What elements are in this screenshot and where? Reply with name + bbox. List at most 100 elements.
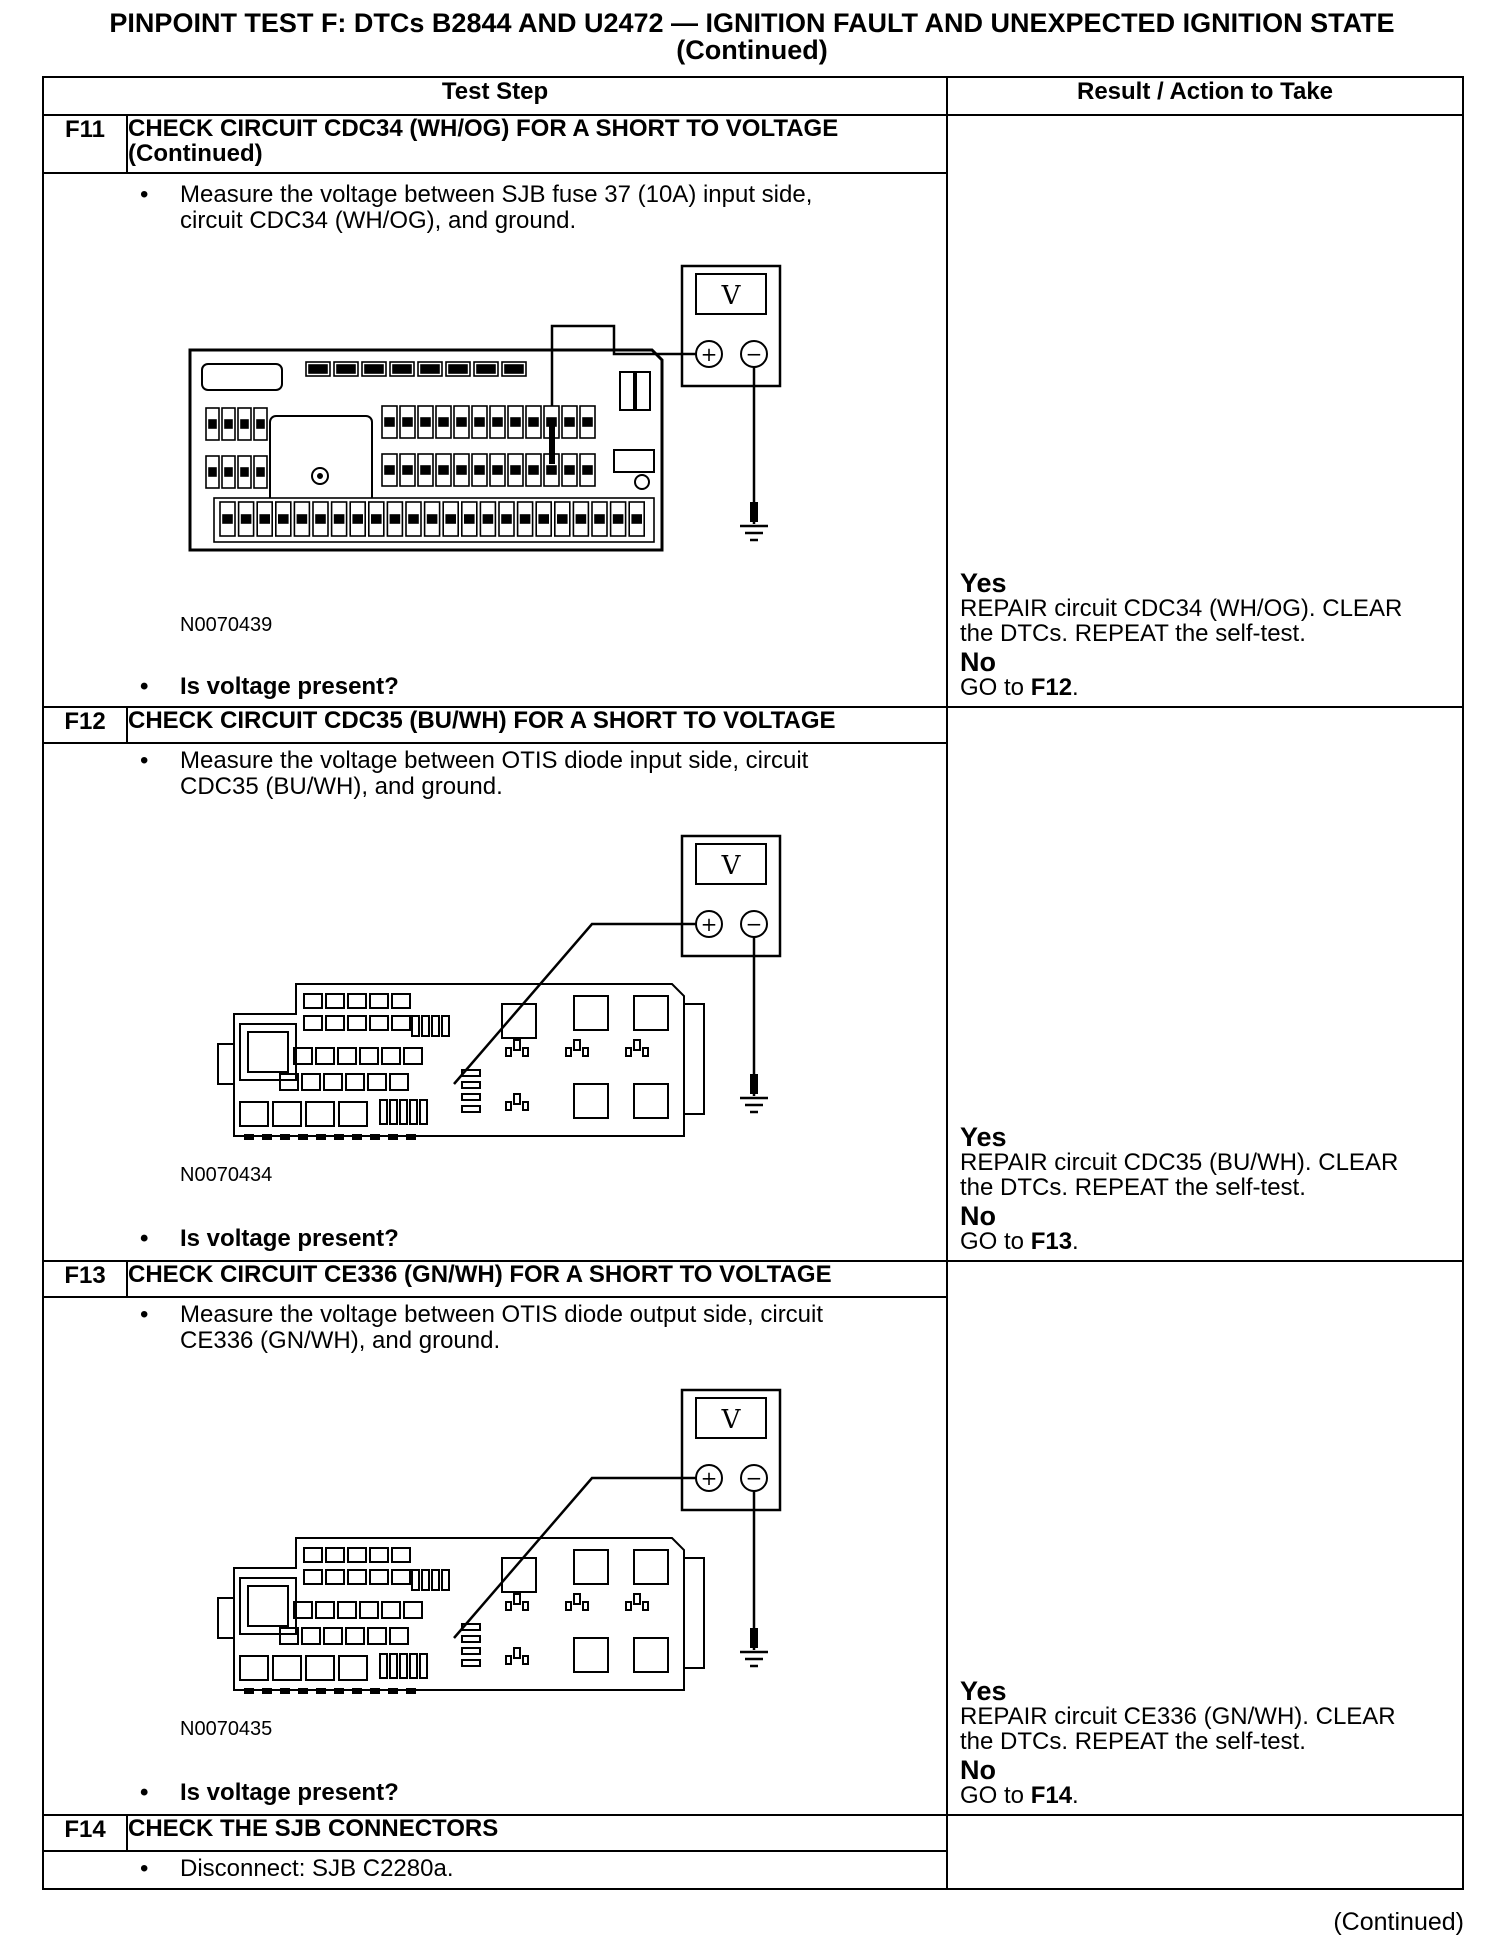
instruction-line: Measure the voltage between SJB fuse 37 …	[180, 181, 813, 208]
step-row-f14-body: • Disconnect: SJB C2280a.	[42, 1850, 1463, 1890]
fuse-panel-diagram-1: V + −	[188, 264, 782, 552]
no-action-target[interactable]: F13	[1030, 1228, 1073, 1255]
no-action-target[interactable]: F14	[1030, 1782, 1073, 1809]
bullet-dot: •	[140, 1301, 149, 1328]
yes-action: REPAIR circuit CDC34 (WH/OG). CLEAR	[960, 595, 1403, 622]
continued-footer: (Continued)	[1333, 1908, 1464, 1936]
bullet-dot: •	[140, 1855, 149, 1882]
column-header-result: Result / Action to Take	[946, 76, 1464, 116]
meter-display: V	[721, 851, 742, 881]
yes-action: the DTCs. REPEAT the self-test.	[960, 1728, 1306, 1755]
result-cell: Yes REPAIR circuit CDC34 (WH/OG). CLEAR …	[946, 114, 1464, 708]
positive-probe-lead	[550, 324, 696, 444]
no-action: GO to F14.	[960, 1783, 1396, 1808]
ground-icon	[740, 502, 768, 542]
step-row-f11-title: F11 CHECK CIRCUIT CDC34 (WH/OG) FOR A SH…	[42, 114, 1464, 708]
bullet-dot: •	[140, 673, 149, 700]
step-title: CHECK THE SJB CONNECTORS	[126, 1814, 948, 1852]
step-title-line: CHECK CIRCUIT CDC34 (WH/OG) FOR A SHORT …	[128, 115, 839, 142]
voltmeter-icon: V+−	[680, 1388, 782, 1512]
bullet-dot: •	[140, 747, 149, 774]
yes-label: Yes	[960, 1122, 1007, 1152]
step-title: CHECK CIRCUIT CDC35 (BU/WH) FOR A SHORT …	[126, 706, 948, 744]
step-title-line: CHECK THE SJB CONNECTORS	[128, 1815, 499, 1842]
no-action-target[interactable]: F12	[1030, 674, 1073, 701]
no-action-prefix: GO to	[960, 674, 1031, 701]
no-label: No	[960, 647, 996, 677]
pinpoint-test-table: Test Step Result / Action to Take F11 CH…	[42, 76, 1464, 1890]
meter-plus-terminal: +	[701, 912, 718, 936]
no-label: No	[960, 1755, 996, 1785]
yes-action: REPAIR circuit CE336 (GN/WH). CLEAR	[960, 1703, 1396, 1730]
step-body: • Disconnect: SJB C2280a.	[42, 1850, 948, 1890]
page-title-line2: (Continued)	[676, 35, 828, 65]
column-header-test-step: Test Step	[42, 76, 948, 116]
step-title: CHECK CIRCUIT CDC34 (WH/OG) FOR A SHORT …	[126, 114, 948, 174]
instruction-line: CE336 (GN/WH), and ground.	[180, 1327, 501, 1354]
no-action-prefix: GO to	[960, 1782, 1031, 1809]
voltmeter-icon: V + −	[680, 834, 782, 958]
figure-label: N0070435	[180, 1718, 273, 1740]
instruction-line: CDC35 (BU/WH), and ground.	[180, 773, 503, 800]
positive-probe-lead	[453, 922, 696, 1085]
result-cell: Yes REPAIR circuit CDC35 (BU/WH). CLEAR …	[946, 706, 1464, 1262]
step-number: F13	[42, 1260, 128, 1298]
meter-display: V	[721, 1405, 742, 1435]
sjb-module	[217, 983, 705, 1140]
step-number: F11	[42, 114, 128, 174]
table-header-row: Test Step Result / Action to Take	[42, 76, 1464, 116]
step-row-f12-title: F12 CHECK CIRCUIT CDC35 (BU/WH) FOR A SH…	[42, 706, 1464, 1262]
step-title-line: CHECK CIRCUIT CDC35 (BU/WH) FOR A SHORT …	[128, 707, 836, 734]
step-title-line: CHECK CIRCUIT CE336 (GN/WH) FOR A SHORT …	[128, 1261, 832, 1288]
result-block: Yes REPAIR circuit CE336 (GN/WH). CLEAR …	[960, 1676, 1396, 1809]
no-action: GO to F12.	[960, 675, 1402, 700]
positive-probe-lead	[453, 1476, 696, 1639]
step-row-f14-title: F14 CHECK THE SJB CONNECTORS	[42, 1814, 1464, 1890]
voltmeter-icon: V + −	[680, 264, 782, 388]
bullet-dot: •	[140, 181, 149, 208]
step-number: F12	[42, 706, 128, 744]
question-text: Is voltage present?	[180, 1225, 399, 1252]
step-row-f12-body: • Measure the voltage between OTIS diode…	[42, 742, 1463, 1262]
meter-display: V	[721, 281, 742, 311]
step-body: • Measure the voltage between OTIS diode…	[42, 1296, 948, 1816]
step-body: • Measure the voltage between OTIS diode…	[42, 742, 948, 1262]
page-title-line1: PINPOINT TEST F: DTCs B2844 AND U2472 — …	[109, 8, 1395, 38]
step-row-f13-title: F13 CHECK CIRCUIT CE336 (GN/WH) FOR A SH…	[42, 1260, 1464, 1816]
yes-action: the DTCs. REPEAT the self-test.	[960, 1174, 1306, 1201]
no-action-suffix: .	[1072, 674, 1079, 701]
fuse-array	[205, 361, 655, 543]
step-title-line: (Continued)	[128, 140, 263, 167]
result-cell: Yes REPAIR circuit CE336 (GN/WH). CLEAR …	[946, 1260, 1464, 1816]
no-label: No	[960, 1201, 996, 1231]
no-action: GO to F13.	[960, 1229, 1398, 1254]
instruction-line: Measure the voltage between OTIS diode o…	[180, 1301, 824, 1328]
sjb-diagram-2: V + −	[217, 834, 782, 1140]
yes-label: Yes	[960, 1676, 1007, 1706]
instruction-line: Disconnect: SJB C2280a.	[180, 1855, 454, 1882]
figure-label: N0070439	[180, 614, 273, 636]
question-text: Is voltage present?	[180, 1779, 399, 1806]
meter-minus-terminal: −	[746, 912, 763, 936]
step-title: CHECK CIRCUIT CE336 (GN/WH) FOR A SHORT …	[126, 1260, 948, 1298]
no-action-prefix: GO to	[960, 1228, 1031, 1255]
meter-plus-terminal: +	[701, 1466, 718, 1490]
sjb-module	[217, 1537, 705, 1694]
bullet-dot: •	[140, 1779, 149, 1806]
result-block: Yes REPAIR circuit CDC35 (BU/WH). CLEAR …	[960, 1122, 1399, 1255]
yes-action: REPAIR circuit CDC35 (BU/WH). CLEAR	[960, 1149, 1399, 1176]
result-block: Yes REPAIR circuit CDC34 (WH/OG). CLEAR …	[960, 570, 1403, 701]
ground-icon	[740, 1628, 768, 1668]
result-cell	[946, 1814, 1464, 1890]
step-row-f11-body: • Measure the voltage between SJB fuse 3…	[42, 172, 1463, 708]
step-body: • Measure the voltage between SJB fuse 3…	[42, 172, 948, 708]
sjb-diagram-3: V+−	[217, 1388, 782, 1694]
page-title: PINPOINT TEST F: DTCs B2844 AND U2472 — …	[0, 10, 1504, 64]
yes-action: the DTCs. REPEAT the self-test.	[960, 620, 1306, 647]
instruction-line: circuit CDC34 (WH/OG), and ground.	[180, 207, 577, 234]
question-text: Is voltage present?	[180, 673, 399, 700]
bullet-dot: •	[140, 1225, 149, 1252]
ground-icon	[740, 1074, 768, 1114]
meter-plus-terminal: +	[701, 342, 718, 366]
step-row-f13-body: • Measure the voltage between OTIS diode…	[42, 1296, 1463, 1816]
